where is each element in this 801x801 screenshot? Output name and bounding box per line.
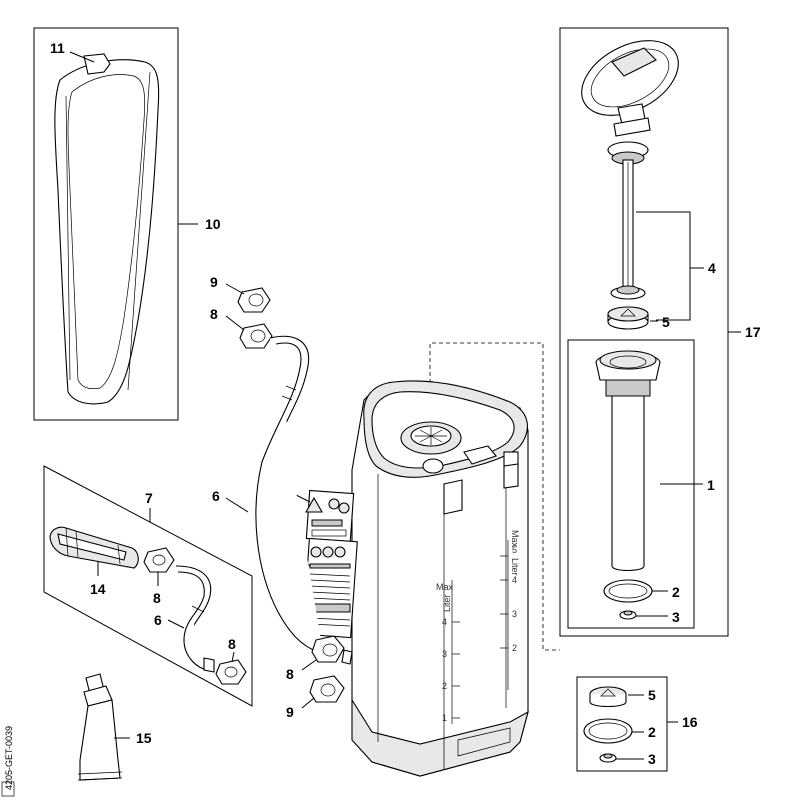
strap-buckle <box>83 53 111 75</box>
leader-4 <box>636 211 704 321</box>
pump-cylinder <box>595 350 661 572</box>
front-tick-4: 4 <box>442 617 447 627</box>
front-tick-2: 2 <box>442 681 447 691</box>
leader-6-kit <box>167 619 185 629</box>
drawing-code: 4205-GET-0039 <box>4 726 14 790</box>
label-11: 11 <box>50 40 65 56</box>
side-tick-4: 4 <box>512 575 517 585</box>
leader-6-main <box>225 497 249 513</box>
strap-group: 11 10 <box>33 27 221 421</box>
side-tick-2: 2 <box>512 643 517 653</box>
front-tick-1: 1 <box>442 713 447 723</box>
tank-base <box>351 698 529 777</box>
side-max-label: Max <box>510 530 520 548</box>
label-9-top: 9 <box>210 274 218 290</box>
side-tick-5: 5 <box>512 545 517 555</box>
front-tick-3: 3 <box>442 649 447 659</box>
label-6-kit: 6 <box>154 612 162 628</box>
label-16: 16 <box>682 714 698 730</box>
label-17: 17 <box>745 324 761 340</box>
label-3: 3 <box>672 609 680 625</box>
strap-outer <box>54 59 160 405</box>
drawing-code-box <box>1 781 15 797</box>
sticker-12 <box>305 489 355 543</box>
label-3-kit: 3 <box>648 751 656 767</box>
strap-inner <box>67 74 146 390</box>
front-max-label: Max <box>436 582 454 592</box>
label-14: 14 <box>90 581 106 597</box>
seal-kit <box>576 676 668 772</box>
label-8-top: 8 <box>210 306 218 322</box>
hose-main <box>237 287 353 703</box>
label-1: 1 <box>707 477 715 493</box>
leader-11 <box>69 51 95 63</box>
side-scale: Max Liter 5 4 3 2 <box>500 530 520 690</box>
label-2: 2 <box>672 584 680 600</box>
assembly-dash <box>429 342 560 651</box>
label-8-kit-lower: 8 <box>228 636 236 652</box>
side-unit-label: Liter <box>510 558 520 576</box>
pump-group: 4 5 1 2 3 17 <box>559 27 761 637</box>
pump-handle <box>581 40 679 137</box>
nozzle-kit <box>43 465 253 707</box>
label-8-bottom: 8 <box>286 666 294 682</box>
label-2-kit: 2 <box>648 724 656 740</box>
label-8-kit: 8 <box>153 590 161 606</box>
label-4: 4 <box>708 260 716 276</box>
label-5-kit: 5 <box>648 687 656 703</box>
leader-8-kit-lower <box>231 651 235 663</box>
label-7: 7 <box>145 490 153 506</box>
label-9-bottom: 9 <box>286 704 294 720</box>
leader-8-bottom <box>301 659 317 671</box>
leader-9-top <box>225 283 245 295</box>
strap-edge <box>65 71 151 391</box>
o-ring-2-upper <box>603 579 653 603</box>
valve-5-upper <box>607 306 649 330</box>
leader-12 <box>293 493 311 503</box>
label-6-main: 6 <box>212 488 220 504</box>
grease-tube <box>77 673 123 781</box>
leader-9-bottom <box>301 697 315 709</box>
label-5: 5 <box>662 314 670 330</box>
label-10: 10 <box>205 216 221 232</box>
side-tick-3: 3 <box>512 609 517 619</box>
kit-box <box>43 465 253 707</box>
tank: Max Liter 4 3 2 1 Max Liter 5 4 3 2 <box>351 380 529 777</box>
seal-kit-box <box>576 676 668 772</box>
leader-8-top <box>225 315 245 331</box>
front-unit-label: Liter <box>442 594 452 612</box>
piston-rod <box>607 141 649 300</box>
label-15: 15 <box>136 730 152 746</box>
front-scale: Max Liter 4 3 2 1 <box>436 580 460 724</box>
